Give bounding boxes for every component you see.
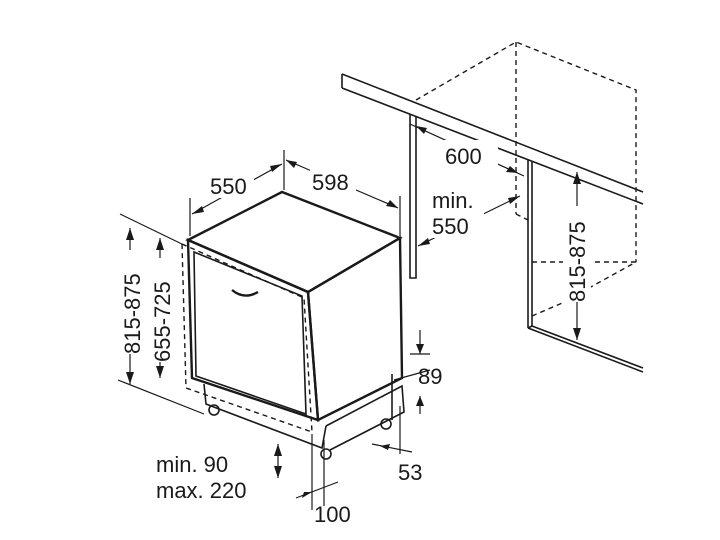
- plinth-gap-min-label: min. 90: [156, 452, 228, 477]
- niche-depth-dimension: min. 550: [417, 188, 521, 247]
- niche-height-label: 815-875: [565, 221, 590, 302]
- plinth-height-dimension: 89: [393, 330, 442, 414]
- niche-height-dimension: 815-875: [563, 172, 591, 340]
- inner-height-dimension: 655-725: [146, 238, 175, 378]
- inner-height-label: 655-725: [150, 281, 175, 362]
- dishwasher-body: [181, 190, 405, 460]
- plinth-offset-dimension: 53: [371, 406, 422, 485]
- plinth-height-label: 89: [418, 364, 442, 389]
- overall-height-label: 815-875: [120, 273, 145, 354]
- niche-depth-value-label: 550: [432, 214, 469, 239]
- niche-width-label: 600: [445, 144, 482, 169]
- unit-depth-label: 550: [210, 174, 247, 199]
- unit-depth-dimension: 550: [189, 150, 285, 236]
- unit-width-dimension: 598: [285, 159, 401, 236]
- niche-width-dimension: 600: [409, 123, 525, 177]
- plinth-depth-label: 100: [314, 502, 351, 527]
- plinth-offset-label: 53: [398, 460, 422, 485]
- plinth-gap-dimension: min. 90 max. 220: [156, 444, 282, 503]
- plinth-gap-max-label: max. 220: [156, 478, 247, 503]
- plinth-depth-dimension: 100: [295, 434, 351, 527]
- niche-depth-min-label: min.: [432, 188, 474, 213]
- overall-height-dimension: 815-875: [116, 213, 205, 415]
- installation-niche: [341, 41, 644, 373]
- unit-width-label: 598: [312, 170, 349, 195]
